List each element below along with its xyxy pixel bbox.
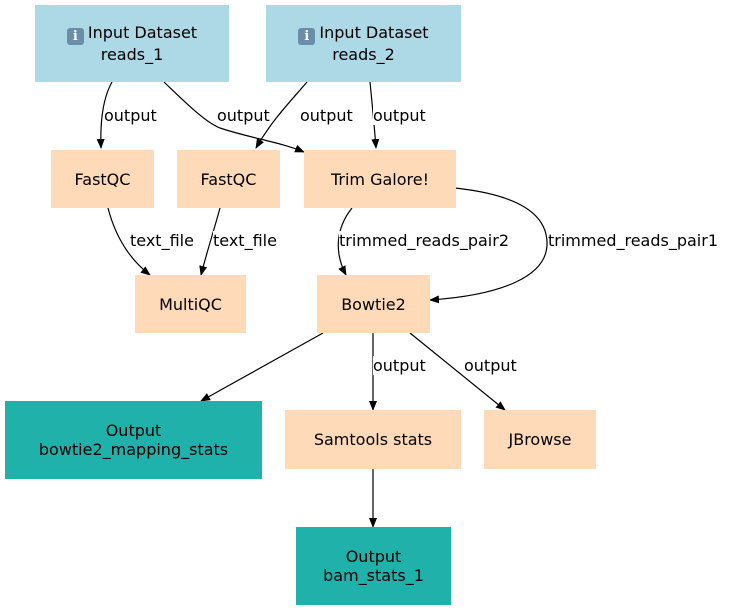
edge-trim-bowtie2-pair2 xyxy=(337,207,353,276)
node-prefix: Input Dataset xyxy=(319,23,429,42)
info-icon: i xyxy=(66,28,84,45)
edge-label-fastqc1-multiqc: text_file xyxy=(130,231,194,250)
edge-fastqc1-multiqc xyxy=(107,207,151,276)
info-icon: i xyxy=(298,28,316,45)
tool-trim-galore[interactable]: Trim Galore! xyxy=(304,150,456,208)
node-label: FastQC xyxy=(200,169,257,189)
tool-jbrowse[interactable]: JBrowse xyxy=(484,410,596,469)
edge-label-reads1-fastqc: output xyxy=(104,106,157,125)
node-name: reads_2 xyxy=(332,45,395,64)
tool-fastqc-1[interactable]: FastQC xyxy=(51,150,154,208)
edge-bowtie2-output-mapping xyxy=(200,332,324,402)
tool-samtools-stats[interactable]: Samtools stats xyxy=(285,410,461,469)
edge-label-fastqc2-multiqc: text_file xyxy=(213,231,277,250)
node-prefix: Output xyxy=(105,421,162,440)
output-bowtie2-mapping-stats[interactable]: Output bowtie2_mapping_stats xyxy=(5,401,262,479)
node-label: Trim Galore! xyxy=(330,169,430,189)
node-name: bam_stats_1 xyxy=(323,566,424,585)
edge-trim-bowtie2-pair1 xyxy=(429,187,548,304)
node-name: reads_1 xyxy=(100,45,164,64)
edge-label-bowtie2-samtools: output xyxy=(373,356,426,375)
edge-reads1-fastqc xyxy=(96,81,113,149)
tool-bowtie2[interactable]: Bowtie2 xyxy=(317,275,430,333)
edge-label-reads2-trim: output xyxy=(373,106,426,125)
node-label: Bowtie2 xyxy=(341,294,406,314)
node-label: JBrowse xyxy=(508,430,572,449)
edge-fastqc2-multiqc xyxy=(199,207,221,276)
node-prefix: Output xyxy=(345,547,402,566)
node-label: FastQC xyxy=(74,169,131,189)
edge-label-trim-pair2: trimmed_reads_pair2 xyxy=(339,231,509,250)
node-label: Samtools stats xyxy=(313,430,433,449)
edge-label-reads2-fastqc: output xyxy=(300,106,353,125)
edge-label-trim-pair1: trimmed_reads_pair1 xyxy=(548,231,718,250)
edge-reads2-fastqc xyxy=(255,81,308,149)
node-prefix: Input Dataset xyxy=(87,23,198,42)
edge-bowtie2-jbrowse xyxy=(409,332,506,411)
edge-label-bowtie2-jbrowse: output xyxy=(464,356,517,375)
node-label: MultiQC xyxy=(159,294,222,314)
output-bam-stats-1[interactable]: Output bam_stats_1 xyxy=(296,527,451,605)
edge-reads1-trim xyxy=(163,81,305,153)
tool-fastqc-2[interactable]: FastQC xyxy=(177,150,280,208)
node-name: bowtie2_mapping_stats xyxy=(38,440,229,459)
tool-multiqc[interactable]: MultiQC xyxy=(135,275,246,333)
edge-label-reads1-trim: output xyxy=(217,106,270,125)
